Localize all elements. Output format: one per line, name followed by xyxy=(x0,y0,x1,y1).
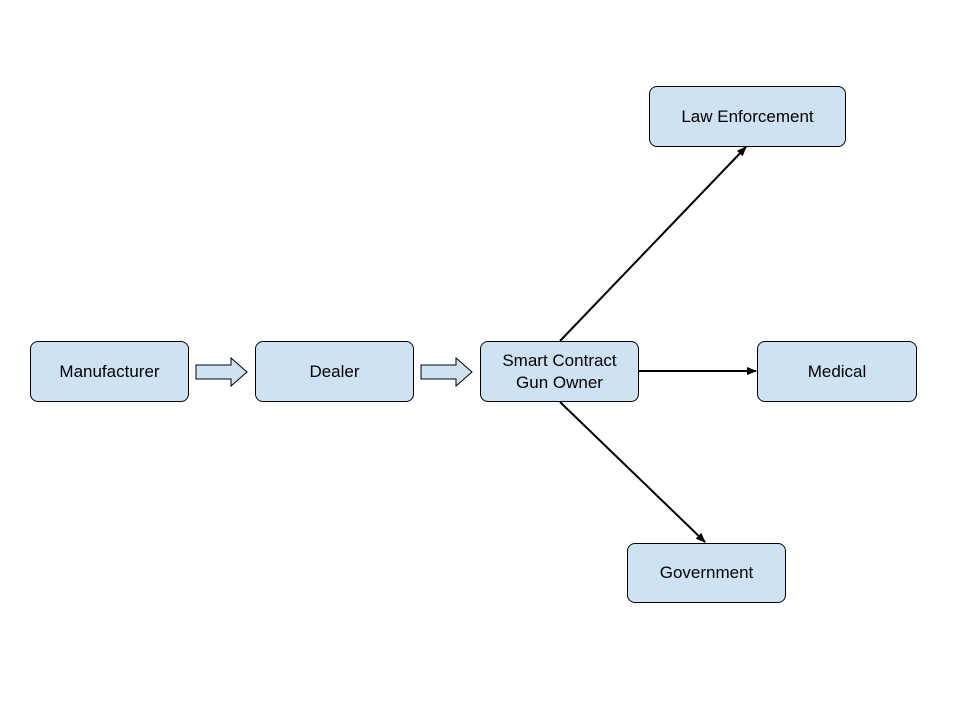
node-smart-contract-gun-owner[interactable]: Smart Contract Gun Owner xyxy=(480,341,639,402)
block-arrow-dealer-owner xyxy=(420,356,473,388)
edge-owner-law-enforcement xyxy=(559,146,747,342)
node-dealer-label: Dealer xyxy=(309,361,360,381)
node-law-enforcement[interactable]: Law Enforcement xyxy=(649,86,846,147)
node-owner-label-line1: Smart Contract xyxy=(502,350,617,370)
node-owner-label-line2: Gun Owner xyxy=(516,372,603,392)
block-arrow-manufacturer-dealer xyxy=(195,356,248,388)
node-owner-label: Smart Contract Gun Owner xyxy=(502,350,616,394)
node-dealer[interactable]: Dealer xyxy=(255,341,414,402)
node-medical[interactable]: Medical xyxy=(757,341,917,402)
edge-owner-government xyxy=(559,401,706,543)
node-manufacturer[interactable]: Manufacturer xyxy=(30,341,189,402)
node-law-enforcement-label: Law Enforcement xyxy=(681,106,814,126)
node-government[interactable]: Government xyxy=(627,543,786,603)
node-manufacturer-label: Manufacturer xyxy=(59,361,160,381)
node-medical-label: Medical xyxy=(807,361,867,381)
node-government-label: Government xyxy=(659,563,754,582)
